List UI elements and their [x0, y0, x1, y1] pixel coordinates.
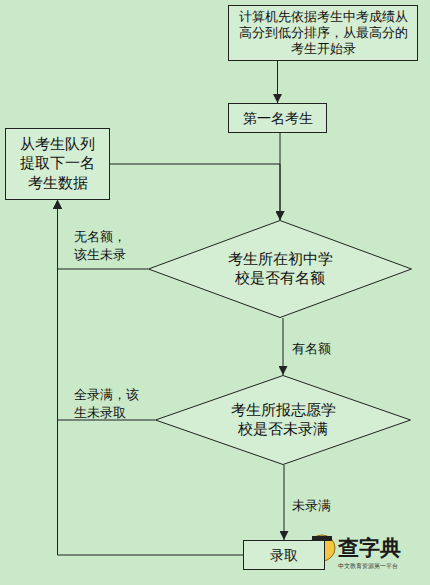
flow-connector [284, 465, 285, 540]
node-text: 计算机先依据考生中考成绩从高分到低分排序，从最高分的考生开始录 [233, 9, 413, 58]
decision-diamond: 考生所在初中学校是否有名额 [148, 220, 412, 318]
edge-label: 有名额 [292, 340, 352, 358]
start-box: 计算机先依据考生中考成绩从高分到低分排序，从最高分的考生开始录 [228, 5, 418, 61]
flow-connector [277, 61, 278, 103]
edge-label: 全录满，该生未录取 [74, 386, 144, 421]
process-box: 从考生队列提取下一名考生数据 [5, 128, 110, 200]
node-text: 考生所在初中学校是否有名额 [227, 250, 333, 288]
edge-label: 未录满 [292, 497, 352, 515]
watermark-subtitle: 中文教育资源第一平台 [338, 562, 398, 571]
flow-connector [280, 133, 281, 220]
decision-diamond: 考生所报志愿学校是否未录满 [155, 375, 411, 465]
flow-connector [110, 164, 280, 220]
node-text: 考生所报志愿学校是否未录满 [230, 401, 336, 439]
edge-label: 无名额，该生未录 [74, 228, 136, 263]
diamond-outline [148, 220, 412, 318]
node-text: 录取 [246, 546, 322, 564]
diamond-outline [155, 375, 411, 465]
diamond-shape [149, 221, 412, 318]
node-text: 第一名考生 [232, 109, 324, 127]
flow-connector [283, 318, 284, 375]
diamond-shape [156, 376, 411, 465]
end-box: 录取 [243, 540, 325, 570]
watermark-title: 查字典 [338, 534, 401, 562]
flow-connector [58, 200, 149, 269]
process-box: 第一名考生 [228, 103, 327, 133]
node-text: 从考生队列提取下一名考生数据 [18, 135, 98, 194]
